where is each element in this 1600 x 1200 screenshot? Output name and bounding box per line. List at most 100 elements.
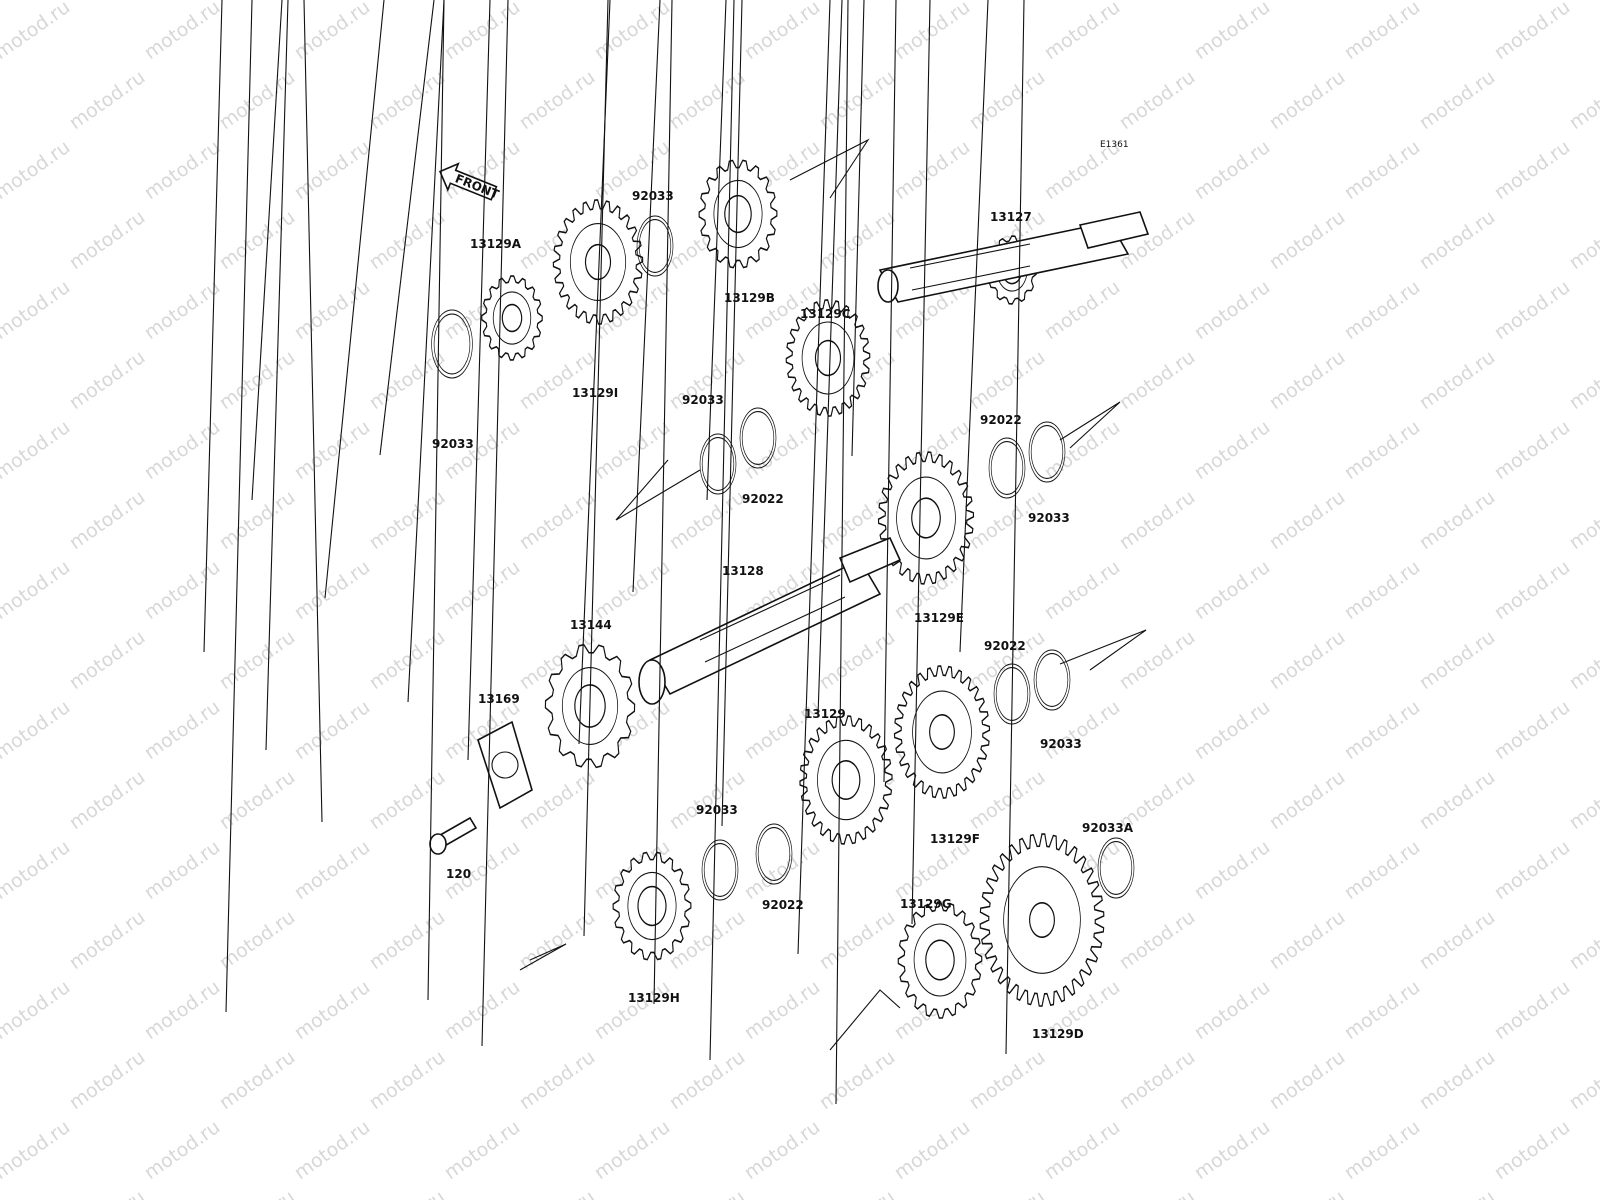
callout-92022-b: 92022 (980, 413, 1022, 427)
watermark-text: motod.ru (1190, 556, 1274, 624)
watermark-text: motod.ru (0, 136, 74, 204)
watermark-text: motod.ru (1490, 556, 1574, 624)
callout-13129i: 13129I (572, 386, 618, 400)
callout-leader (817, 0, 843, 717)
watermark-text: motod.ru (1340, 556, 1424, 624)
watermark-text: motod.ru (0, 0, 74, 64)
watermark-text: motod.ru (365, 766, 449, 834)
watermark-text: motod.ru (590, 416, 674, 484)
callout-92033-c: 92033 (682, 393, 724, 407)
watermark-text: motod.ru (290, 836, 374, 904)
gear-13129 (799, 715, 893, 845)
callout-leader (835, 0, 849, 1105)
watermark-text: motod.ru (1490, 416, 1574, 484)
callout-13127: 13127 (990, 210, 1032, 224)
watermark-text: motod.ru (290, 276, 374, 344)
watermark-text: motod.ru (1265, 1046, 1349, 1114)
callout-92022-c: 92022 (984, 639, 1026, 653)
watermark-text: motod.ru (965, 1186, 1049, 1200)
watermark-text: motod.ru (740, 1116, 824, 1184)
callout-leader (911, 0, 931, 925)
watermark-text: motod.ru (665, 766, 749, 834)
watermark-text: motod.ru (1190, 1116, 1274, 1184)
circlip-92033-a (431, 309, 473, 379)
washer-92022-a (739, 407, 777, 469)
watermark-text: motod.ru (740, 0, 824, 64)
washer-92022-d (755, 823, 793, 885)
watermark-text: motod.ru (1415, 346, 1499, 414)
callout-leader (427, 0, 445, 1001)
watermark-text: motod.ru (65, 766, 149, 834)
watermark-text: motod.ru (1565, 766, 1600, 834)
watermark-text: motod.ru (215, 66, 299, 134)
callout-leader (251, 0, 283, 501)
watermark-text: motod.ru (1415, 1186, 1499, 1200)
callout-leader (467, 0, 491, 761)
watermark-text: motod.ru (365, 206, 449, 274)
watermark-text: motod.ru (1415, 206, 1499, 274)
watermark-text: motod.ru (1490, 276, 1574, 344)
watermark-text: motod.ru (140, 696, 224, 764)
watermark-text: motod.ru (890, 136, 974, 204)
watermark-text: motod.ru (965, 66, 1049, 134)
watermark-text: motod.ru (965, 346, 1049, 414)
watermark-text: motod.ru (440, 556, 524, 624)
watermark-text: motod.ru (1190, 696, 1274, 764)
watermark-text: motod.ru (0, 696, 74, 764)
callout-92033-e: 92033 (1040, 737, 1082, 751)
watermark-text: motod.ru (140, 836, 224, 904)
watermark-text: motod.ru (1490, 836, 1574, 904)
callout-leader (265, 0, 289, 751)
callout-labels: 13129A9203313129I9203313129B1312713129C9… (203, 0, 1134, 1105)
watermark-text: motod.ru (1565, 206, 1600, 274)
watermark-text: motod.ru (1115, 626, 1199, 694)
callout-leader (203, 0, 223, 653)
watermark-text: motod.ru (215, 1186, 299, 1200)
watermark-text: motod.ru (515, 1046, 599, 1114)
callout-leader (653, 0, 673, 1005)
watermark-text: motod.ru (590, 0, 674, 64)
watermark-text: motod.ru (1265, 486, 1349, 554)
circlip-92033-b (636, 215, 674, 277)
circlip-92033-c (699, 433, 737, 495)
watermark-text: motod.ru (215, 206, 299, 274)
callout-92022-a: 92022 (742, 492, 784, 506)
callout-leader (303, 0, 323, 823)
callout-leader (883, 0, 897, 783)
watermark-text: motod.ru (1040, 556, 1124, 624)
callout-leader (706, 0, 727, 501)
watermark-text: motod.ru (1115, 1186, 1199, 1200)
watermark-text: motod.ru (890, 1116, 974, 1184)
watermark-text: motod.ru (290, 976, 374, 1044)
watermark-text: motod.ru (1115, 1046, 1199, 1114)
watermark-text: motod.ru (0, 556, 74, 624)
watermark-text: motod.ru (515, 66, 599, 134)
watermark-text: motod.ru (1340, 976, 1424, 1044)
watermark-text: motod.ru (1490, 696, 1574, 764)
watermark-text: motod.ru (1415, 66, 1499, 134)
watermark-text: motod.ru (0, 976, 74, 1044)
gear-13129I (552, 199, 644, 325)
callout-13129b: 13129B (724, 291, 775, 305)
callout-leader (407, 0, 445, 703)
watermark-text: motod.ru (140, 0, 224, 64)
watermark-text: motod.ru (65, 66, 149, 134)
drive-shaft-13128 (638, 536, 902, 705)
watermark-text: motod.ru (515, 486, 599, 554)
watermark-text: motod.ru (1265, 766, 1349, 834)
watermark-text: motod.ru (140, 416, 224, 484)
callout-13129e: 13129E (914, 611, 964, 625)
watermark-text: motod.ru (215, 766, 299, 834)
watermark-text: motod.ru (890, 836, 974, 904)
callout-13128: 13128 (722, 564, 764, 578)
watermark-text: motod.ru (665, 66, 749, 134)
watermark-text: motod.ru (1340, 0, 1424, 64)
watermark-text: motod.ru (290, 556, 374, 624)
washer-92022-b (988, 437, 1026, 499)
watermark-text: motod.ru (1265, 346, 1349, 414)
watermark-text: motod.ru (1190, 0, 1274, 64)
watermark-text: motod.ru (1115, 486, 1199, 554)
watermark-text: motod.ru (1265, 1186, 1349, 1200)
watermark-text: motod.ru (515, 906, 599, 974)
callout-13129f: 13129F (930, 832, 980, 846)
